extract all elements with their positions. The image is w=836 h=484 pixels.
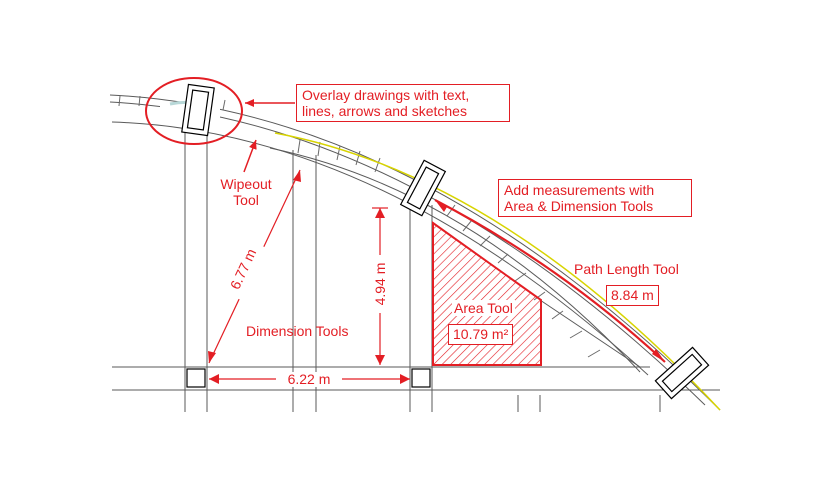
wipeout-label-line2: Tool	[233, 192, 259, 208]
measurements-callout-line2: Area & Dimension Tools	[504, 198, 654, 214]
outer-curved-wall	[109, 94, 721, 411]
measurements-callout: Add measurements with Area & Dimension T…	[498, 179, 692, 217]
horizontal-dim-arrow-left	[209, 374, 219, 384]
path-length-line	[434, 199, 666, 363]
horizontal-dimension-text: 6.22 m	[288, 371, 331, 387]
inner-curved-wall-2	[269, 147, 641, 373]
path-length-value: 8.84 m	[606, 285, 659, 306]
outer-curved-wall-inner	[109, 101, 706, 406]
fixture-bottom-right	[654, 346, 710, 400]
horizontal-dim-arrow-right	[400, 374, 410, 384]
overlay-callout-line2: lines, arrows and sketches	[302, 103, 467, 119]
diagonal-beam	[539, 299, 641, 368]
dimension-tools-label: Dimension Tools	[246, 323, 349, 339]
path-length-arrow-end	[652, 349, 665, 362]
fixture-top-left	[181, 83, 215, 137]
column-square-left	[186, 368, 206, 388]
railing-ticks	[118, 95, 601, 358]
vertical-dimension-text: 4.94 m	[372, 263, 388, 306]
diagonal-dim-arrow-bottom	[208, 351, 216, 363]
wipeout-leader	[243, 139, 257, 173]
vertical-dim-arrow-top	[375, 208, 385, 218]
path-highlight	[274, 132, 721, 411]
diagonal-dim-arrow-top	[293, 170, 301, 182]
path-length-tool-label: Path Length Tool	[574, 261, 679, 277]
wipeout-label-line1: Wipeout	[220, 176, 272, 192]
overlay-callout: Overlay drawings with text, lines, arrow…	[296, 84, 510, 122]
overlay-callout-line1: Overlay drawings with text,	[302, 87, 470, 103]
fixture-middle	[399, 159, 447, 217]
area-value: 10.79 m²	[448, 324, 514, 345]
wipeout-ellipse	[145, 77, 243, 145]
vertical-dim-arrow-bottom	[375, 355, 385, 365]
measurements-callout-line1: Add measurements with	[504, 182, 655, 198]
column-square-right	[411, 368, 431, 388]
plan-linework	[109, 94, 721, 412]
area-tool-label: Area Tool	[452, 300, 515, 316]
wipeout-tool-label: Wipeout Tool	[213, 176, 279, 208]
path-length-arrow-start	[435, 200, 447, 212]
